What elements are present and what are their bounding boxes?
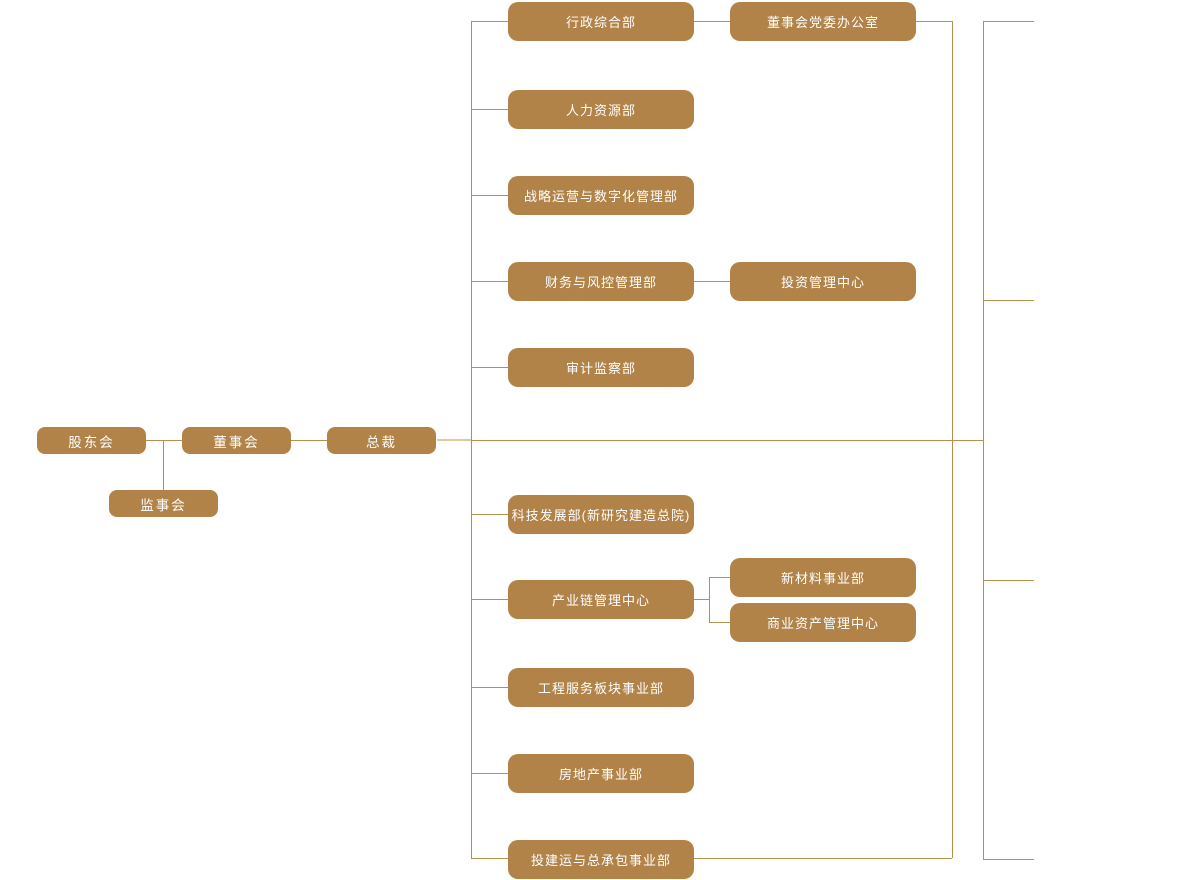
connector-spine-inner-right <box>952 21 953 858</box>
node-sub-party-committee-office: 董事会党委办公室 <box>730 2 916 41</box>
connector-line <box>694 281 730 282</box>
node-president: 总裁 <box>327 427 436 454</box>
connector-line <box>709 577 730 578</box>
connector-line <box>146 440 182 441</box>
connector-line <box>471 109 508 110</box>
connector-line <box>983 300 1034 301</box>
node-dept-strategy-digital: 战略运营与数字化管理部 <box>508 176 694 215</box>
connector-line <box>709 577 710 622</box>
node-dept-engineering-services: 工程服务板块事业部 <box>508 668 694 707</box>
connector-line <box>471 773 508 774</box>
connector-line <box>694 858 952 859</box>
connector-line <box>694 599 709 600</box>
node-dept-tech-development: 科技发展部(新研究建造总院) <box>508 495 694 534</box>
node-sub-investment-center: 投资管理中心 <box>730 262 916 301</box>
node-dept-hr: 人力资源部 <box>508 90 694 129</box>
node-sub-commercial-assets: 商业资产管理中心 <box>730 603 916 642</box>
connector-spine-left <box>471 21 472 858</box>
connector-line <box>437 439 471 441</box>
connector-line <box>694 21 730 22</box>
node-dept-audit: 审计监察部 <box>508 348 694 387</box>
connector-line <box>291 440 327 441</box>
connector-line <box>163 440 164 490</box>
connector-line <box>471 858 508 859</box>
node-board-of-directors: 董事会 <box>182 427 291 454</box>
node-dept-finance-risk: 财务与风控管理部 <box>508 262 694 301</box>
node-dept-industry-chain: 产业链管理中心 <box>508 580 694 619</box>
connector-line <box>471 21 508 22</box>
connector-line <box>471 281 508 282</box>
node-dept-real-estate: 房地产事业部 <box>508 754 694 793</box>
connector-line <box>471 195 508 196</box>
node-supervisory-board: 监事会 <box>109 490 218 517</box>
connector-line <box>983 580 1034 581</box>
connector-line <box>983 21 1034 22</box>
connector-line <box>916 21 952 22</box>
connector-line <box>471 687 508 688</box>
node-shareholders: 股东会 <box>37 427 146 454</box>
connector-line <box>471 514 508 515</box>
node-sub-new-materials: 新材料事业部 <box>730 558 916 597</box>
connector-trunk <box>471 440 983 441</box>
connector-line <box>983 859 1034 860</box>
connector-line <box>709 622 730 623</box>
connector-spine-outer-right <box>983 21 984 859</box>
node-dept-admin: 行政综合部 <box>508 2 694 41</box>
node-dept-investment-construction: 投建运与总承包事业部 <box>508 840 694 879</box>
connector-line <box>471 599 508 600</box>
connector-line <box>471 367 508 368</box>
